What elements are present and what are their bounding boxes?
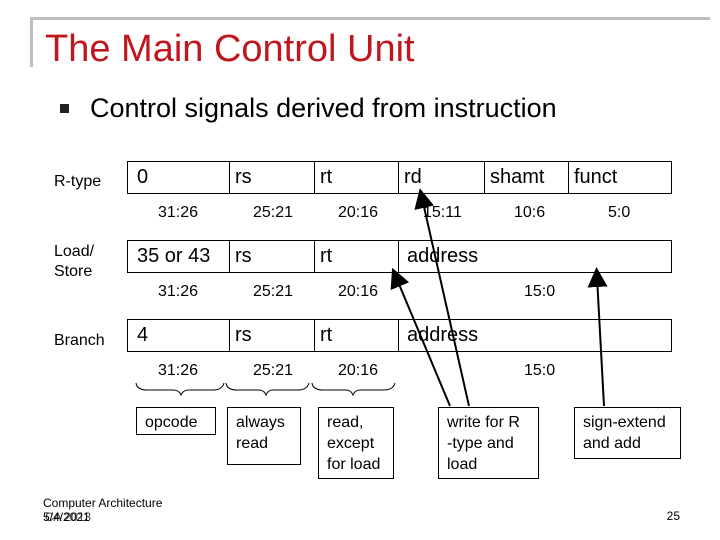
frame-top-rule [30,17,710,20]
desc-box-read-except-load: read, except for load [318,407,394,479]
field-address: address [407,245,479,267]
field-divider [229,320,230,351]
bit-range: 31:26 [158,283,199,300]
desc-line: -type and [447,435,514,452]
field-divider [568,162,569,193]
arrow-sign-extend [587,267,608,407]
row-label-load-store: Load/ Store [54,242,94,282]
bit-range: 20:16 [338,283,379,300]
bullet-text: Control signals derived from instruction [90,93,557,123]
row-label-line: Load/ [54,243,95,260]
bit-range: 10:6 [514,204,546,221]
field-funct: funct [574,166,618,188]
field-divider [314,241,315,272]
desc-line: except [327,435,375,452]
field-divider [484,162,485,193]
format-box-branch: 4 rs rt address [127,319,672,352]
field-rs: rs [235,245,252,267]
slide-title: The Main Control Unit [45,28,415,70]
field-divider [229,162,230,193]
footer-overlap-text: CA 2013 [45,510,92,524]
bit-range: 15:0 [524,362,556,379]
field-rt: rt [320,166,333,188]
footer-course: Computer Architecture [43,496,163,510]
arrow-rd [414,188,470,407]
desc-line: opcode [145,414,198,431]
row-label-r-type: R-type [54,172,101,192]
format-box-r-type: 0 rs rt rd shamt funct [127,161,672,194]
field-shamt: shamt [490,166,545,188]
bit-range: 31:26 [158,204,199,221]
frame-left-rule [30,17,33,67]
bit-range: 20:16 [338,204,379,221]
field-rt: rt [320,324,333,346]
bullet-square-icon [60,104,69,113]
arrow-rt [390,267,451,407]
field-opcode: 35 or 43 [137,245,211,267]
desc-line: and add [583,435,641,452]
desc-box-write-r-type-load: write for R -type and load [438,407,539,479]
desc-box-always-read: always read [227,407,301,465]
bit-range: 25:21 [253,204,294,221]
bit-range: 31:26 [158,362,199,379]
bit-range: 25:21 [253,362,294,379]
brace-rt [311,382,396,397]
desc-line: read, [327,414,364,431]
bit-range: 15:0 [524,283,556,300]
desc-line: always [236,414,285,431]
field-rs: rs [235,166,252,188]
field-address: address [407,324,479,346]
bit-range: 25:21 [253,283,294,300]
desc-line: sign-extend [583,414,666,431]
row-label-line: R-type [54,173,102,190]
field-rd: rd [404,166,422,188]
field-opcode: 0 [137,166,149,188]
desc-box-sign-extend: sign-extend and add [574,407,681,459]
field-divider [398,241,399,272]
format-box-load-store: 35 or 43 rs rt address [127,240,672,273]
brace-opcode [135,382,225,397]
desc-line: for load [327,456,381,473]
field-divider [314,320,315,351]
desc-line: write for R [447,414,520,431]
desc-line: read [236,435,269,452]
field-rs: rs [235,324,252,346]
page-number: 25 [666,509,680,523]
field-divider [398,320,399,351]
bit-range: 5:0 [608,204,631,221]
brace-rs [225,382,310,397]
field-divider [229,241,230,272]
bit-range: 20:16 [338,362,379,379]
footer-date: 5/4/2021 [43,510,90,524]
row-label-line: Branch [54,332,105,349]
field-divider [314,162,315,193]
field-rt: rt [320,245,333,267]
row-label-branch: Branch [54,331,105,351]
field-divider [398,162,399,193]
row-label-line: Store [54,263,93,280]
desc-box-opcode: opcode [136,407,216,435]
field-opcode: 4 [137,324,149,346]
desc-line: load [447,456,478,473]
